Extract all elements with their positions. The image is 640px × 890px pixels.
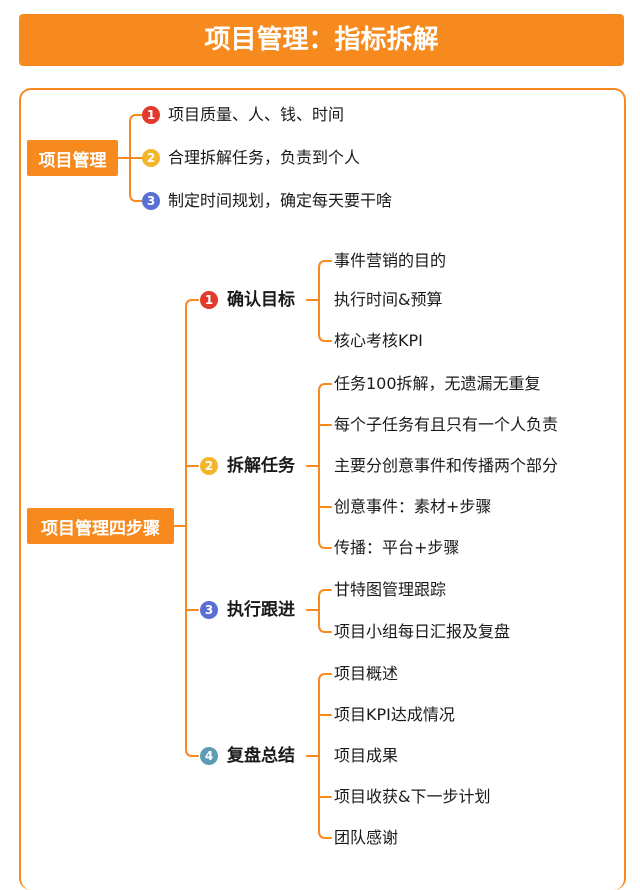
step4-item: 项目概述 — [334, 664, 399, 683]
connector-step4-bracket — [318, 673, 332, 839]
step3-item: 甘特图管理跟踪 — [334, 580, 447, 599]
step2-item: 创意事件：素材+步骤 — [334, 497, 492, 516]
step2-item: 每个子任务有且只有一个人负责 — [334, 415, 559, 434]
step4-item: 项目收获&下一步计划 — [334, 787, 491, 806]
connector-step2-bracket — [318, 383, 332, 549]
step1-item: 事件营销的目的 — [334, 251, 447, 270]
step-badge-1: 1 — [200, 291, 218, 309]
connector-s2-bracket — [185, 299, 199, 757]
step-badge-3: 3 — [200, 601, 218, 619]
step4-item: 项目成果 — [334, 746, 399, 765]
step2-item: 传播：平台+步骤 — [334, 538, 460, 557]
connector-s1-bracket — [129, 114, 143, 202]
s1-item-1: 项目质量、人、钱、时间 — [168, 105, 345, 124]
connector-step1-bracket — [318, 260, 332, 342]
step-badge-2: 2 — [200, 457, 218, 475]
step-label-1: 确认目标 — [227, 290, 295, 310]
step4-item: 项目KPI达成情况 — [334, 705, 455, 724]
number-badge-2: 2 — [142, 149, 160, 167]
step3-item: 项目小组每日汇报及复盘 — [334, 622, 511, 641]
number-badge-1: 1 — [142, 106, 160, 124]
step-label-3: 执行跟进 — [227, 600, 295, 620]
step1-item: 核心考核KPI — [334, 331, 423, 350]
page-title: 项目管理：指标拆解 — [19, 14, 624, 66]
step4-item: 团队感谢 — [334, 828, 399, 847]
step-badge-4: 4 — [200, 747, 218, 765]
connector-step3-bracket — [318, 589, 332, 633]
number-badge-3: 3 — [142, 192, 160, 210]
step-label-2: 拆解任务 — [227, 456, 295, 476]
project-management-box: 项目管理 — [27, 140, 118, 176]
step2-item: 主要分创意事件和传播两个部分 — [334, 456, 559, 475]
step1-item: 执行时间&预算 — [334, 290, 443, 309]
four-steps-box: 项目管理四步骤 — [27, 508, 174, 544]
s1-item-2: 合理拆解任务，负责到个人 — [168, 148, 361, 167]
step-label-4: 复盘总结 — [227, 746, 295, 766]
step2-item: 任务100拆解，无遗漏无重复 — [334, 374, 541, 393]
connector-lines — [117, 114, 332, 839]
s1-item-3: 制定时间规划，确定每天要干啥 — [168, 191, 393, 210]
content-frame — [19, 88, 626, 890]
